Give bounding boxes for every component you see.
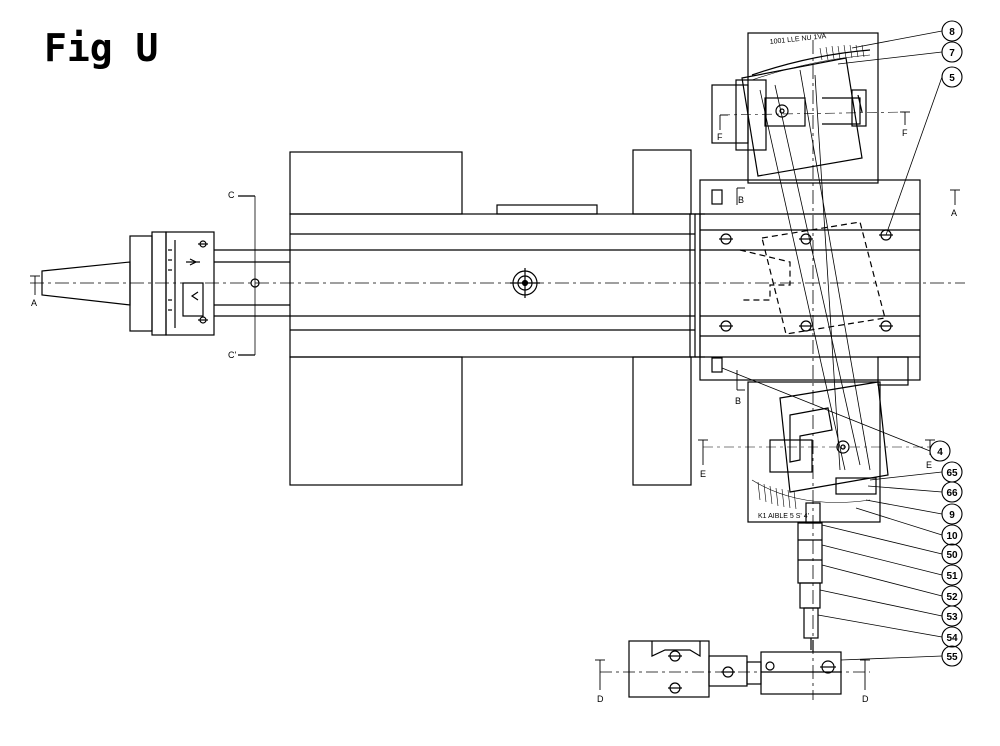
section-label-d-right: D	[862, 694, 869, 704]
callout-55: 55	[946, 652, 958, 663]
section-label-e-right: E	[926, 460, 932, 470]
micrometer-knob	[129, 231, 215, 336]
section-label-c-bottom: C'	[228, 350, 236, 360]
section-label-a-left: A	[31, 298, 37, 308]
diagonal-lines	[759, 69, 871, 471]
top-scale-ticks	[819, 44, 865, 61]
section-label-a-right: A	[951, 208, 957, 218]
callout-bubbles	[929, 20, 963, 667]
callout-65: 65	[946, 468, 958, 479]
callout-66: 66	[946, 488, 958, 499]
main-housing	[289, 149, 705, 486]
center-target-symbol	[510, 268, 540, 298]
callout-52: 52	[946, 592, 958, 603]
figure-title: Fig U	[44, 26, 159, 70]
lead-screw	[797, 522, 823, 650]
section-label-f-left: F	[717, 132, 723, 142]
callout-50: 50	[946, 550, 958, 561]
right-guide-block	[699, 179, 921, 386]
callout-8: 8	[949, 27, 955, 38]
callout-51: 51	[946, 571, 958, 582]
bottom-scale-ticks	[757, 481, 797, 510]
leader-lines	[721, 30, 943, 661]
section-label-c-top: C	[228, 190, 235, 200]
bottom-bracket	[600, 640, 870, 698]
dashed-insert	[739, 221, 886, 335]
callout-9: 9	[949, 510, 955, 521]
section-label-b-bottom: B	[735, 396, 741, 406]
callout-4: 4	[937, 447, 943, 458]
section-c-marker	[238, 195, 256, 356]
section-label-f-right: F	[902, 128, 908, 138]
callout-54: 54	[946, 633, 958, 644]
tapered-shaft	[41, 261, 131, 306]
callout-7: 7	[949, 48, 955, 59]
callout-10: 10	[946, 531, 958, 542]
bottom-scale-text: K1 AIBLE 5 S' 4'	[758, 513, 809, 520]
callout-5: 5	[949, 73, 955, 84]
callout-53: 53	[946, 612, 958, 623]
lower-swivel-plate	[747, 381, 889, 524]
section-label-b-top: B	[738, 195, 744, 205]
section-label-d-left: D	[597, 694, 604, 704]
upper-swivel-plate	[711, 32, 879, 184]
section-label-e-left: E	[700, 469, 706, 479]
top-scale-text: 1001 LLE NU 1VA	[769, 33, 826, 46]
section-markers	[30, 111, 960, 690]
